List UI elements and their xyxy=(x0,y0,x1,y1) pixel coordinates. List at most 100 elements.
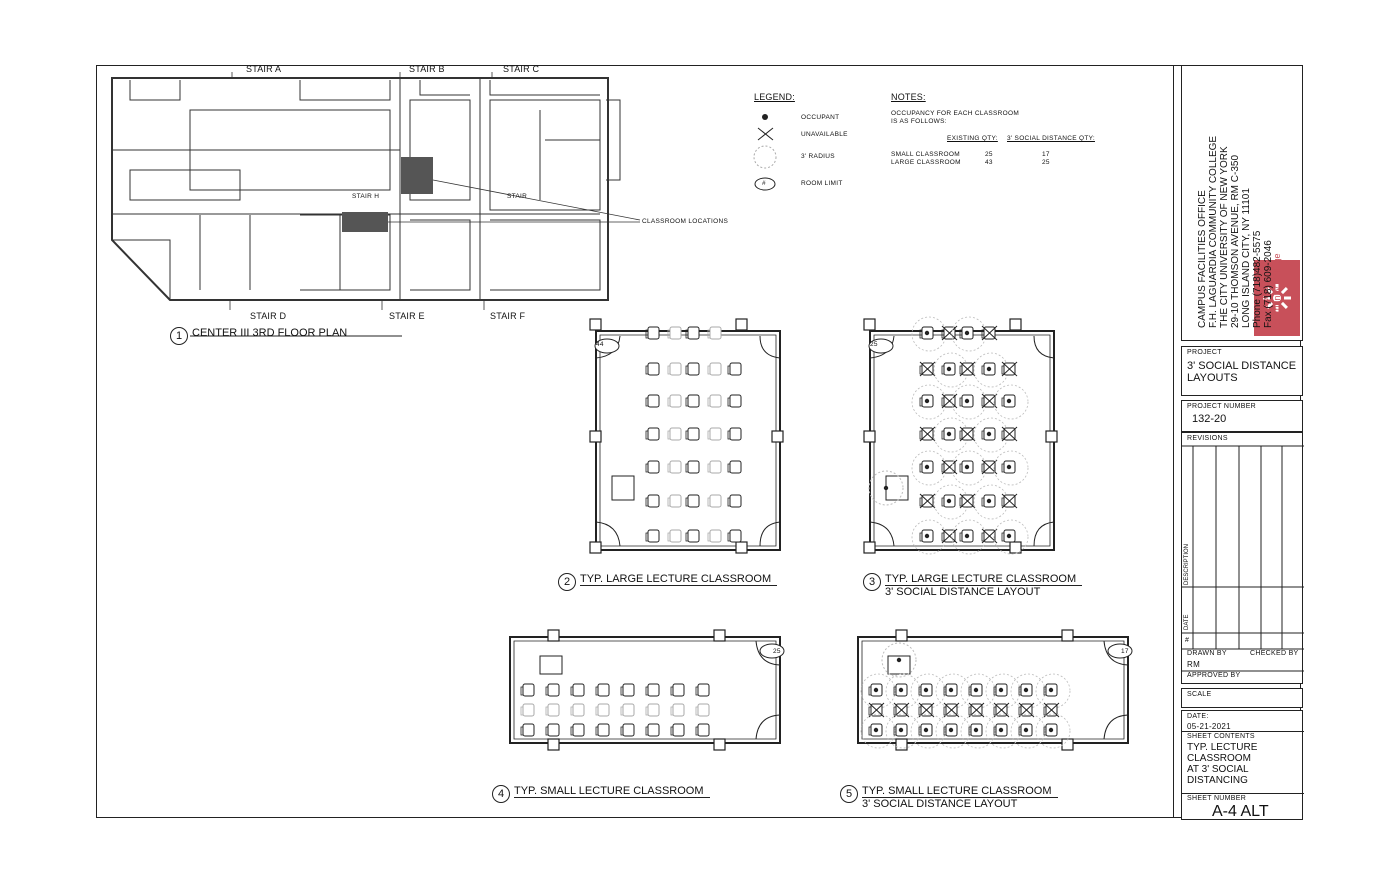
radius-circle-icon xyxy=(985,713,1021,749)
room-limit-icon xyxy=(759,643,785,659)
chair-arm xyxy=(1001,497,1004,507)
chair-arm xyxy=(919,329,922,339)
view-3-title-text: TYP. LARGE LECTURE CLASSROOM xyxy=(885,573,1083,586)
sheet-contents-line: AT 3' SOCIAL xyxy=(1187,764,1249,775)
chair-arm xyxy=(670,706,673,716)
radius-circle-icon xyxy=(885,673,921,709)
stair-d-label: STAIR D xyxy=(250,311,287,321)
column xyxy=(895,629,908,642)
teacher-desk xyxy=(539,655,563,675)
laguardia-logo-icon xyxy=(1263,284,1291,312)
chair-arm xyxy=(1001,463,1004,473)
sheet-number: A-4 ALT xyxy=(1212,803,1269,820)
chair xyxy=(647,326,660,340)
notes-row-large-distance: 25 xyxy=(1042,159,1050,166)
chair xyxy=(729,427,742,441)
stair-a-label: STAIR A xyxy=(246,64,282,74)
chair xyxy=(687,529,700,543)
chair-arm xyxy=(1018,686,1021,696)
door-swing xyxy=(869,521,895,547)
chair-arm xyxy=(981,497,984,507)
chair-arm xyxy=(685,430,688,440)
legend-room-limit: ROOM LIMIT xyxy=(801,180,843,187)
university-name: THE CITY UNIVERSITY OF NEW YORK xyxy=(1219,146,1230,328)
door-swing xyxy=(1033,335,1055,359)
chair xyxy=(729,494,742,508)
chair-arm xyxy=(667,365,670,375)
approved-by-label: APPROVED BY xyxy=(1187,672,1241,679)
chair-arm xyxy=(667,397,670,407)
notes-row-large-existing: 43 xyxy=(985,159,993,166)
chair-arm xyxy=(959,463,962,473)
door-swing xyxy=(1103,714,1129,740)
view-5-title-text: TYP. SMALL LECTURE CLASSROOM xyxy=(862,785,1058,798)
view-5-room-limit: 17 xyxy=(1121,648,1129,655)
radius-circle-icon xyxy=(910,713,946,749)
chair-arm xyxy=(595,686,598,696)
chair xyxy=(697,703,710,717)
unavailable-x-icon xyxy=(919,361,936,377)
chair-arm xyxy=(685,532,688,542)
occupant-dot-icon xyxy=(986,498,992,504)
project-number-box: PROJECT NUMBER 132-20 xyxy=(1181,400,1303,432)
chair-arm xyxy=(645,726,648,736)
chair xyxy=(669,362,682,376)
column xyxy=(1061,629,1074,642)
chair xyxy=(709,529,722,543)
occupant-dot-icon xyxy=(1006,464,1012,470)
notes-col-distance: 3' SOCIAL DISTANCE QTY: xyxy=(1007,135,1095,142)
project-number: 132-20 xyxy=(1192,413,1227,425)
chair xyxy=(709,362,722,376)
occupant-dot-icon xyxy=(873,687,879,693)
chair xyxy=(669,326,682,340)
column xyxy=(547,738,560,751)
chair xyxy=(709,494,722,508)
chair-arm xyxy=(685,497,688,507)
sheet-contents: TYP. LECTURE CLASSROOM AT 3' SOCIAL DIST… xyxy=(1187,742,1257,786)
chair xyxy=(522,703,535,717)
occupant-dot-icon xyxy=(973,727,979,733)
occupant-dot-icon xyxy=(873,727,879,733)
chair-arm xyxy=(645,365,648,375)
notes-heading: NOTES: xyxy=(891,92,926,102)
column xyxy=(713,738,726,751)
chair xyxy=(669,529,682,543)
chair-arm xyxy=(645,463,648,473)
door-swing xyxy=(1033,521,1055,547)
chair-arm xyxy=(667,497,670,507)
radius-circle-icon xyxy=(885,713,921,749)
view-number: 1 xyxy=(170,327,188,345)
project-value: 3' SOCIAL DISTANCE LAYOUTS xyxy=(1187,360,1297,384)
occupant-dot-icon xyxy=(883,485,889,491)
chair-arm xyxy=(1018,706,1021,716)
checked-by-label: CHECKED BY xyxy=(1250,650,1299,657)
chair xyxy=(709,460,722,474)
occupant-dot-icon xyxy=(924,533,930,539)
chair-arm xyxy=(993,706,996,716)
radius-circle-icon xyxy=(860,713,896,749)
unavailable-x-icon xyxy=(993,702,1010,718)
unavailable-x-icon xyxy=(968,702,985,718)
chair xyxy=(672,703,685,717)
chair-arm xyxy=(959,329,962,339)
chair xyxy=(669,494,682,508)
radius-circle-icon xyxy=(935,673,971,709)
chair-arm xyxy=(981,532,984,542)
stair-label: STAIR xyxy=(507,193,528,200)
radius-circle-icon xyxy=(993,384,1029,420)
chair-arm xyxy=(727,365,730,375)
door-swing xyxy=(759,335,781,359)
chair-arm xyxy=(570,706,573,716)
view-2-number: 2 xyxy=(558,573,576,591)
chair-arm xyxy=(941,532,944,542)
legend-heading: LEGEND: xyxy=(754,92,795,102)
chair xyxy=(547,683,560,697)
radius-circle-icon xyxy=(960,673,996,709)
radius-circle-icon xyxy=(993,519,1029,555)
chair-arm xyxy=(645,430,648,440)
logo-block xyxy=(1254,260,1300,336)
occupant-dot-icon xyxy=(1048,727,1054,733)
sheet-number-label: SHEET NUMBER xyxy=(1187,795,1247,802)
